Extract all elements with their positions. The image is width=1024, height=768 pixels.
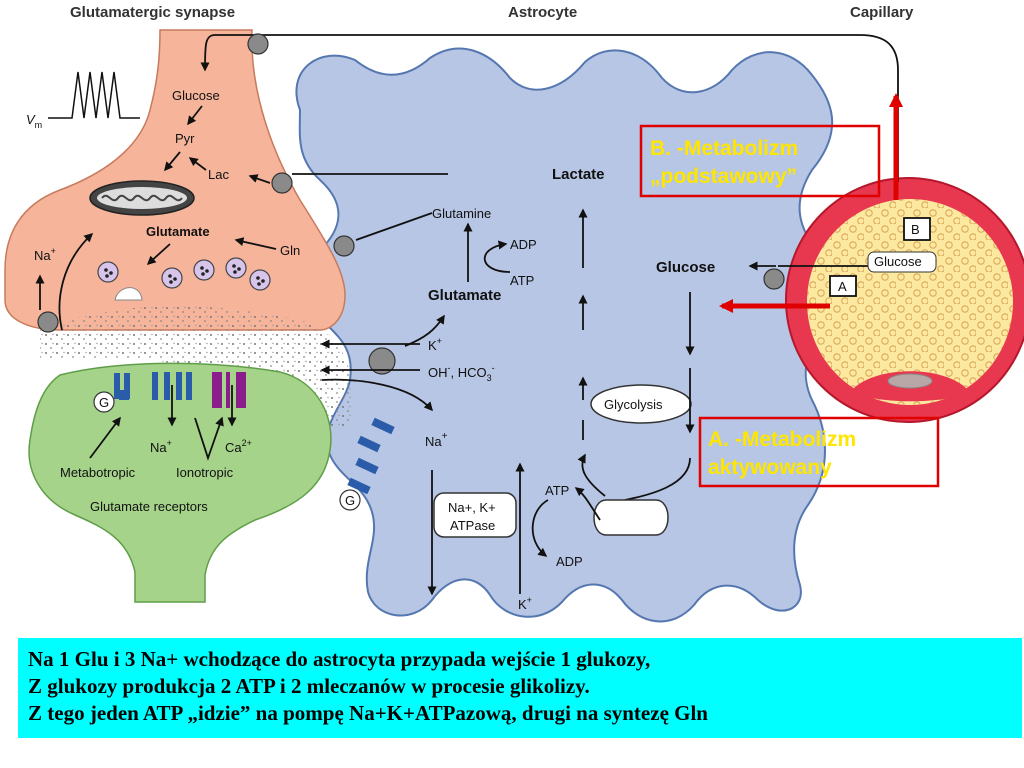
mitochondrion-icon: [89, 180, 195, 216]
adp-bottom-label: ADP: [556, 554, 583, 569]
caption-line-3: Z tego jeden ATP „idzie” na pompę Na+K+A…: [28, 701, 708, 725]
neuron-na-label: Na+: [34, 246, 56, 263]
energy-node: [593, 499, 669, 536]
adp-top-label: ADP: [510, 237, 537, 252]
vm-label: Vm: [26, 112, 42, 130]
transporter-glucose-neuron: [247, 33, 269, 55]
synapse-header: Glutamatergic synapse: [70, 4, 235, 21]
astrocyte-glu-transporters: [347, 417, 395, 495]
g-protein-right-label: G: [345, 493, 355, 508]
pyr-label: Pyr: [175, 131, 195, 146]
transporter-exchanger: [368, 347, 396, 375]
receptor-ca-label: Ca2+: [225, 438, 252, 455]
action-potential-trace: [48, 71, 140, 119]
annotation-b-line1: B. -Metabolizm: [650, 137, 798, 160]
glycolysis-node: [590, 384, 692, 424]
astrocyte-na-label: Na+: [425, 431, 448, 449]
g-protein-left: [93, 391, 115, 413]
k-plus-label: K+: [428, 336, 442, 353]
ionotropic-label: Ionotropic: [176, 465, 234, 480]
annotation-b-line2: „podstawowy”: [650, 165, 797, 188]
annotation-a-box: [698, 416, 940, 488]
capillary-glucose-label: Glucose: [874, 254, 922, 269]
ionotropic-receptor-2: [212, 372, 246, 408]
atpase-line2: ATPase: [450, 518, 495, 533]
postsynaptic-dendrite: [28, 362, 332, 603]
astrocyte-body: [295, 47, 834, 623]
capillary-box-b-label: B: [911, 222, 920, 237]
g-protein-left-label: G: [99, 395, 109, 410]
ionotropic-receptor-1: [152, 372, 192, 400]
metabotropic-label: Metabotropic: [60, 465, 136, 480]
caption-box: Na 1 Glu i 3 Na+ wchodzące do astrocyta …: [18, 638, 1022, 738]
capillary-box-a-label: A: [838, 279, 847, 294]
annotation-a-line1: A. -Metabolizm: [708, 428, 856, 451]
receptors-title: Glutamate receptors: [90, 499, 208, 514]
capillary-neuron-loop: [200, 34, 899, 182]
receptor-na-label: Na+: [150, 438, 172, 455]
transporter-gln: [333, 235, 355, 257]
astrocyte-header: Astrocyte: [508, 4, 577, 21]
annotation-a-line2: aktywowany: [708, 456, 832, 479]
gln-neuron-label: Gln: [280, 243, 300, 258]
synaptic-vesicles: [97, 257, 271, 301]
na-k-atpase: [433, 492, 517, 538]
caption-line-1: Na 1 Glu i 3 Na+ wchodzące do astrocyta …: [28, 647, 651, 671]
annotation-b-box: [639, 124, 881, 198]
capillary-header: Capillary: [850, 4, 914, 21]
neuron-glutamate-label: Glutamate: [146, 224, 210, 239]
presynaptic-neuron: [4, 29, 346, 331]
na-entry-arrow: [58, 232, 94, 331]
glycolysis-label: Glycolysis: [604, 397, 663, 412]
atpase-line1: Na+, K+: [448, 500, 496, 515]
metabotropic-receptor: [114, 373, 130, 400]
atp-bottom-label: ATP: [545, 483, 569, 498]
glutamine-label: Glutamine: [432, 206, 491, 221]
transporter-glucose-astrocyte: [763, 268, 785, 290]
transporter-na: [37, 311, 59, 333]
capillary-glucose-box: [867, 251, 937, 273]
capillary-box-b: [903, 217, 931, 241]
lac-label: Lac: [208, 167, 229, 182]
g-protein-right: [339, 489, 361, 511]
k-bottom-label: K+: [518, 595, 532, 612]
lactate-label: Lactate: [552, 166, 605, 183]
caption-line-2: Z glukozy produkcja 2 ATP i 2 mleczanów …: [28, 674, 590, 698]
neuron-glucose-label: Glucose: [172, 88, 220, 103]
astrocyte-glutamate-label: Glutamate: [428, 287, 501, 304]
atp-top-label: ATP: [510, 273, 534, 288]
capillary-box-a: [829, 275, 857, 297]
transporter-lac: [271, 172, 293, 194]
astrocyte-glucose-label: Glucose: [656, 259, 715, 276]
capillary: [785, 177, 1024, 423]
oh-hco3-label: OH-, HCO3-: [428, 363, 495, 383]
